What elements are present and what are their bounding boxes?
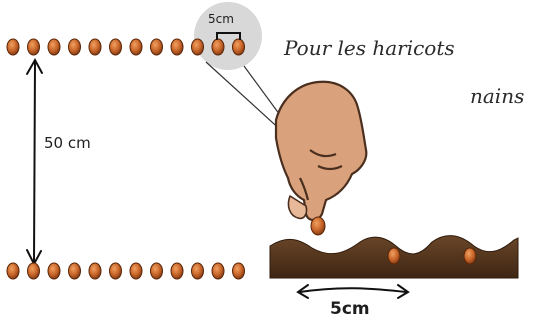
top-seed-10: [192, 39, 204, 55]
bottom-seed-4: [69, 263, 81, 279]
row-spacing-label: 50 cm: [44, 134, 91, 152]
bottom-seed-3: [48, 263, 60, 279]
soil-seed-1: [388, 248, 400, 264]
bottom-seed-1: [7, 263, 19, 279]
caption-line-2: nains: [470, 84, 524, 108]
bottom-seed-7: [130, 263, 142, 279]
top-seed-6: [110, 39, 122, 55]
held-seed: [311, 217, 325, 235]
bottom-seed-8: [151, 263, 163, 279]
top-seed-7: [130, 39, 142, 55]
bottom-seed-11: [212, 263, 224, 279]
top-seed-8: [151, 39, 163, 55]
zoom-gap-label: 5cm: [208, 12, 234, 26]
bottom-seed-row: [7, 263, 245, 279]
bottom-seed-5: [89, 263, 101, 279]
ground-gap-label: 5cm: [330, 299, 370, 319]
hand-illustration: [276, 82, 366, 220]
bottom-seed-10: [192, 263, 204, 279]
bottom-seed-6: [110, 263, 122, 279]
caption-line-1: Pour les haricots: [283, 36, 455, 60]
top-seed-9: [171, 39, 183, 55]
top-seed-3: [48, 39, 60, 55]
bottom-seed-9: [171, 263, 183, 279]
top-seed-11: [212, 39, 224, 55]
top-seed-1: [7, 39, 19, 55]
bottom-seed-12: [233, 263, 245, 279]
row-spacing-arrow: [27, 60, 42, 264]
top-seed-2: [28, 39, 40, 55]
top-seed-12: [233, 39, 245, 55]
ground-gap-arrow: [298, 285, 408, 298]
top-seed-5: [89, 39, 101, 55]
soil-seed-2: [464, 248, 476, 264]
bottom-seed-2: [28, 263, 40, 279]
top-seed-4: [69, 39, 81, 55]
